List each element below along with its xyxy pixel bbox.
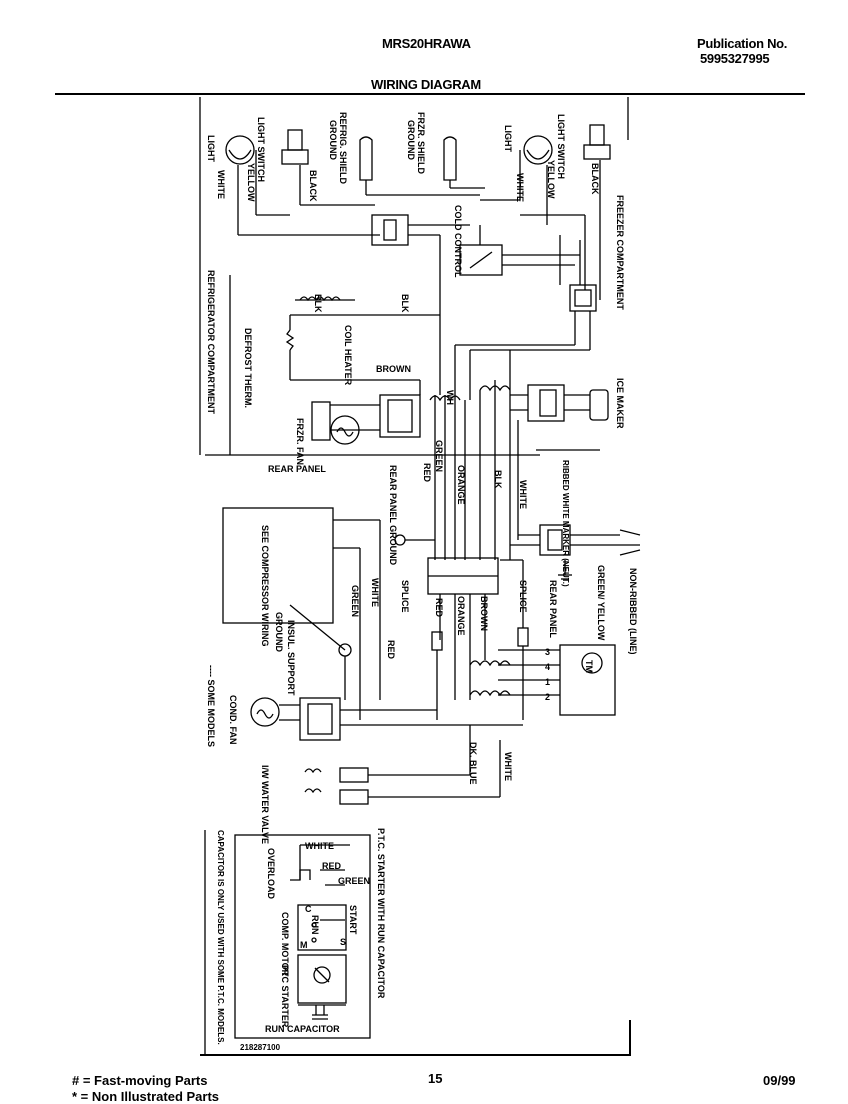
header-rule xyxy=(55,93,805,95)
inset-green: GREEN xyxy=(338,876,370,886)
label-non-ribbed: NON-RIBBED (LINE) xyxy=(628,568,638,655)
date: 09/99 xyxy=(763,1073,796,1088)
label-wh: WH xyxy=(445,390,455,405)
page-title: WIRING DIAGRAM xyxy=(371,77,481,92)
label-rear-panel: REAR PANEL xyxy=(268,464,326,474)
label-blk-2: BLK xyxy=(400,294,410,313)
label-ground: GROUND xyxy=(274,612,284,652)
label-light-switch-f: LIGHT SWITCH xyxy=(556,114,566,179)
label-t3: 3 xyxy=(545,647,550,657)
label-white-3: WHITE xyxy=(518,480,528,509)
page-number: 15 xyxy=(428,1071,443,1086)
inset-comp-motor: COMP. MOTOR xyxy=(280,912,290,977)
label-tm: TM xyxy=(584,660,594,673)
inset-overload: OVERLOAD xyxy=(266,848,276,900)
label-ribbed: RIBBED WHITE MARKER (NEUT.) xyxy=(561,460,570,587)
inset-c: C xyxy=(305,904,312,914)
label-splice-1: SPLICE xyxy=(400,580,410,613)
label-brown-1: BROWN xyxy=(376,364,411,374)
legend-fast-moving: # = Fast-moving Parts xyxy=(72,1073,208,1088)
inset-run-capacitor: RUN CAPACITOR xyxy=(265,1024,340,1034)
label-orange-2: ORANGE xyxy=(456,596,466,636)
label-frzr-shield: FRZR. SHIELD xyxy=(416,112,426,174)
label-iw-water-valve: I/W WATER VALVE xyxy=(260,765,270,844)
model-number: MRS20HRAWA xyxy=(382,36,471,51)
label-t4: 4 xyxy=(545,662,550,672)
label-dk-blue: DK. BLUE xyxy=(468,742,478,785)
label-coil-heater: COIL HEATER xyxy=(343,325,353,386)
label-refrig-ground: GROUND xyxy=(328,120,338,160)
publication-number: 5995327995 xyxy=(700,51,770,66)
inset-run: RUN xyxy=(310,915,320,935)
inset-title: P.T.C. STARTER WITH RUN CAPACITOR xyxy=(376,828,386,999)
label-orange-1: ORANGE xyxy=(456,465,466,505)
label-red-3: RED xyxy=(386,640,396,660)
label-see-compressor: SEE COMPRESSOR WIRING xyxy=(260,525,270,647)
label-light-r: LIGHT xyxy=(206,135,216,162)
label-light-switch-r: LIGHT SWITCH xyxy=(256,117,266,182)
label-green-2: GREEN xyxy=(350,585,360,617)
inset-white: WHITE xyxy=(305,841,334,851)
label-blk-3: BLK xyxy=(493,470,503,489)
publication-label: Publication No. xyxy=(697,36,788,51)
label-defrost-therm: DEFROST THERM. xyxy=(243,328,253,408)
label-t1: 1 xyxy=(545,677,550,687)
label-white-r: WHITE xyxy=(216,170,226,199)
inset-s: S xyxy=(340,937,346,947)
label-light-f: LIGHT xyxy=(503,125,513,152)
inset-start: START xyxy=(348,905,358,935)
label-white-f: WHITE xyxy=(515,173,525,202)
label-red-2: RED xyxy=(434,598,444,618)
label-some-models: ---- SOME MODELS xyxy=(206,665,216,747)
label-refrig-shield: REFRIG. SHIELD xyxy=(338,112,348,185)
label-white-5: WHITE xyxy=(503,752,513,781)
label-ice-maker: ICE MAKER xyxy=(615,378,625,429)
label-brown-2: BROWN xyxy=(479,596,489,631)
inset-m: M xyxy=(300,940,308,950)
label-red-1: RED xyxy=(422,463,432,483)
label-rear-panel-2: REAR PANEL xyxy=(548,580,558,638)
label-black-f: BLACK xyxy=(590,163,600,195)
label-green-yellow: GREEN/ YELLOW xyxy=(596,565,606,641)
label-white-4: WHITE xyxy=(370,578,380,607)
inset-note: CAPACITOR IS ONLY USED WITH SOME P.T.C. … xyxy=(216,830,225,1045)
label-rear-panel-ground: REAR PANEL GROUND xyxy=(388,465,398,566)
label-yellow-r: YELLOW xyxy=(246,163,256,202)
label-green-1: GREEN xyxy=(434,440,444,472)
label-frzr-ground: GROUND xyxy=(406,120,416,160)
drawing-number: 218287100 xyxy=(240,1043,281,1052)
label-frzr-fan: FRZR. FAN xyxy=(295,418,305,465)
inset-red: RED xyxy=(322,861,342,871)
label-blk-1: BLK xyxy=(313,294,323,313)
label-yellow-f: YELLOW xyxy=(546,160,556,199)
label-refrigerator-compartment: REFRIGERATOR COMPARTMENT xyxy=(206,270,216,414)
label-cold-control: COLD CONTROL xyxy=(453,205,463,278)
label-splice-2: SPLICE xyxy=(518,580,528,613)
legend-non-illustrated: * = Non Illustrated Parts xyxy=(72,1089,220,1104)
label-insul-support: INSUL. SUPPORT xyxy=(286,620,296,696)
label-freezer-compartment: FREEZER COMPARTMENT xyxy=(615,195,625,310)
label-cond-fan: COND. FAN xyxy=(228,695,238,745)
inset-ptc-starter: PTC STARTER xyxy=(280,965,290,1028)
label-black-r: BLACK xyxy=(308,170,318,202)
label-t2: 2 xyxy=(545,692,550,702)
